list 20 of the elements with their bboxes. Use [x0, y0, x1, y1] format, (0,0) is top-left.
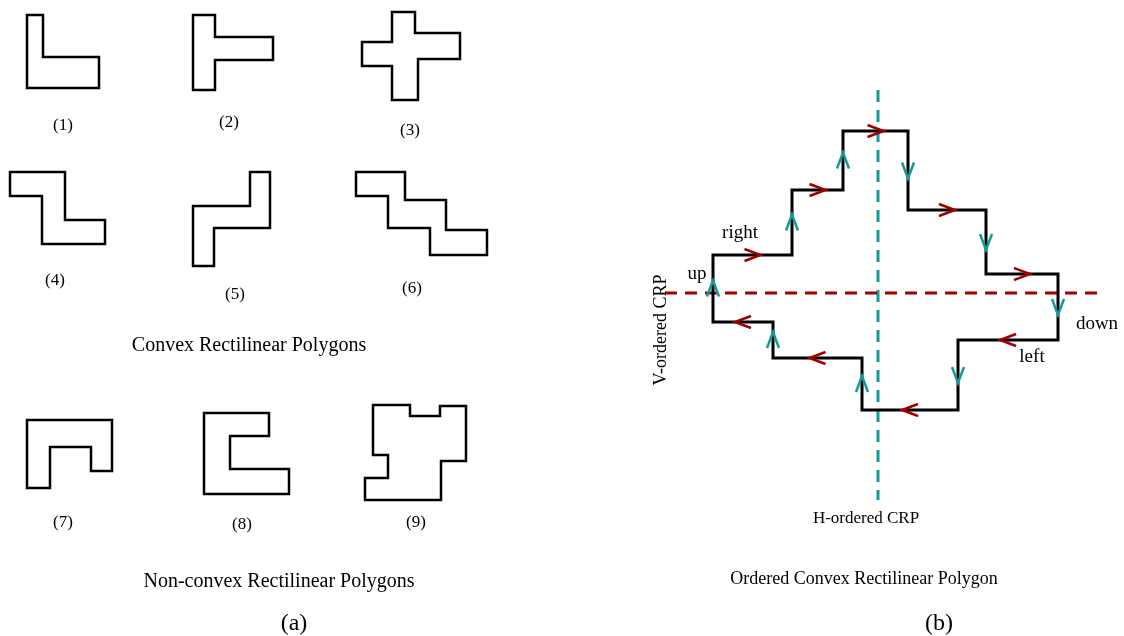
direction-label: left	[1019, 345, 1045, 367]
figure-number: (7)	[53, 512, 73, 532]
panel-caption: Ordered Convex Rectilinear Polygon	[730, 567, 998, 589]
figure-number: (8)	[232, 514, 252, 534]
figure-number: (4)	[45, 270, 65, 290]
direction-label: right	[722, 221, 758, 243]
figure-number: (9)	[406, 512, 426, 532]
axis-label: H-ordered CRP	[812, 508, 920, 528]
figure-number: (3)	[400, 120, 420, 140]
figure-number: (6)	[402, 278, 422, 298]
panel-label: (a)	[280, 608, 308, 636]
axis-label: V-ordered CRP	[649, 274, 671, 386]
group-caption: Convex Rectilinear Polygons	[131, 332, 367, 356]
panel-label: (b)	[925, 608, 953, 636]
direction-label: up	[687, 262, 707, 284]
group-caption: Non-convex Rectilinear Polygons	[143, 568, 415, 592]
figure-number: (2)	[219, 112, 239, 132]
figure-number: (1)	[53, 115, 73, 135]
direction-label: down	[1075, 312, 1119, 334]
figure-number: (5)	[225, 284, 245, 304]
